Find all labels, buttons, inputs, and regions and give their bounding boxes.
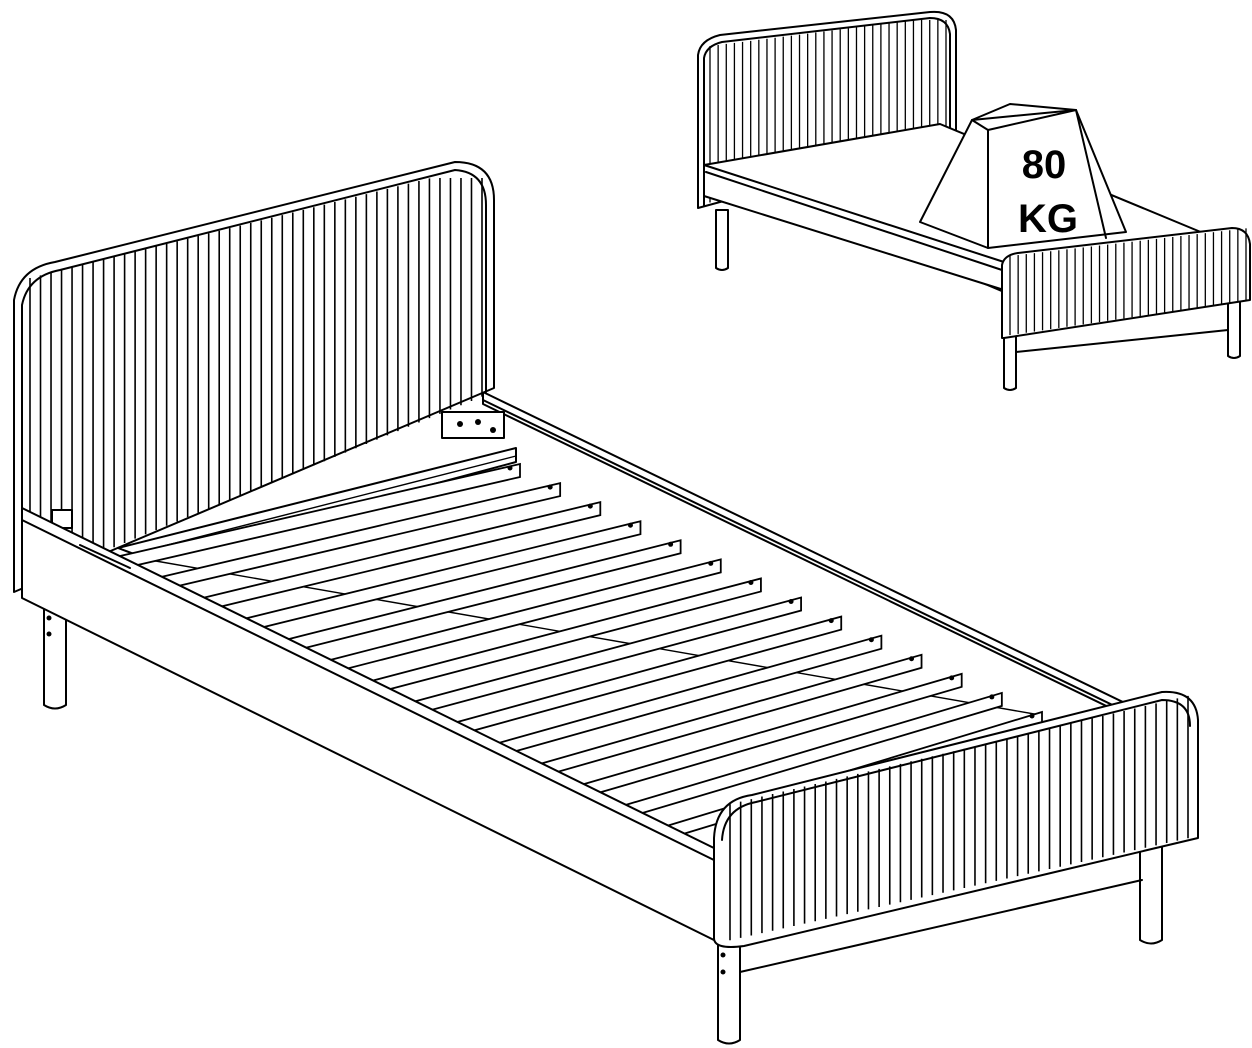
slat-screw [1029, 713, 1035, 719]
weight-test-bed: 80 KG [697, 10, 1251, 391]
slat-screw [828, 618, 834, 624]
right-side-rail [482, 391, 1161, 733]
headboard-ribs [29, 178, 483, 582]
slat-screw [949, 675, 955, 681]
slat-screw [547, 484, 553, 490]
weight-block: 80 KG [919, 103, 1127, 249]
slat-screw [748, 579, 754, 585]
slat-screw [708, 560, 714, 566]
slat-screw [668, 541, 674, 547]
assembled-bed-frame [13, 161, 1199, 1045]
slat-screw [627, 522, 633, 528]
weight-value: 80 [1022, 143, 1067, 187]
front-left-leg [717, 939, 741, 1045]
left-side-rail [21, 507, 719, 943]
slat-screw [989, 694, 995, 700]
weight-unit: KG [1018, 197, 1078, 241]
footboard [713, 690, 1199, 948]
slat-screw [587, 503, 593, 509]
slat-screw [507, 465, 513, 471]
back-left-leg [43, 599, 67, 710]
small-footboard-ribs [1009, 228, 1247, 336]
slat-screw [788, 599, 794, 605]
footboard-ribs [729, 695, 1189, 941]
slat-screw [868, 637, 874, 643]
corner-bracket [441, 411, 505, 439]
headboard [13, 161, 505, 593]
back-right-leg [1139, 834, 1163, 945]
slat-screw [909, 656, 915, 662]
